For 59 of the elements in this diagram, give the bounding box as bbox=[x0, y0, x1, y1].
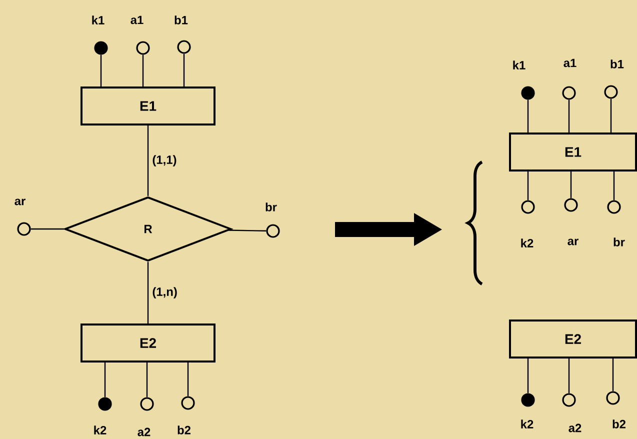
attribute-circle bbox=[181, 396, 195, 410]
attribute-circle bbox=[136, 41, 150, 55]
attribute-name: k2 bbox=[521, 238, 534, 248]
attribute-name: k1 bbox=[92, 16, 104, 24]
attribute-circle bbox=[266, 224, 280, 238]
connector-line bbox=[187, 362, 189, 396]
connector-line bbox=[104, 362, 106, 398]
connector-line bbox=[527, 358, 529, 394]
attribute-circle bbox=[562, 393, 576, 407]
attribute-circle bbox=[564, 198, 578, 212]
attribute-name: k2 bbox=[94, 426, 106, 434]
connector-line bbox=[527, 100, 529, 132]
connector-line bbox=[568, 100, 570, 132]
attribute-name: a2 bbox=[568, 424, 582, 432]
attribute-name: a2 bbox=[138, 428, 150, 436]
connector-line bbox=[610, 98, 612, 132]
entity-box: E2 bbox=[509, 320, 637, 358]
connector-line bbox=[142, 54, 144, 86]
connector-line bbox=[146, 362, 148, 398]
connector-line bbox=[613, 172, 615, 200]
attribute-circle bbox=[177, 40, 191, 54]
key-attribute-dot bbox=[521, 393, 535, 407]
attribute-name: a1 bbox=[130, 16, 144, 24]
connector-line bbox=[30, 228, 64, 230]
connector-line bbox=[527, 172, 529, 200]
attribute-circle bbox=[17, 222, 31, 236]
connector-line bbox=[612, 358, 614, 392]
connector-line bbox=[147, 126, 149, 196]
connector-line bbox=[183, 54, 185, 86]
connector-line bbox=[228, 230, 266, 232]
attribute-name: br bbox=[266, 202, 277, 212]
attribute-name: b2 bbox=[612, 420, 626, 428]
attribute-name: b2 bbox=[178, 426, 190, 434]
attribute-name: ar bbox=[568, 238, 578, 246]
key-attribute-dot bbox=[98, 397, 112, 411]
entity-box: E1 bbox=[509, 132, 637, 172]
attribute-name: ar bbox=[14, 198, 26, 206]
attribute-circle bbox=[562, 86, 576, 100]
cardinality-label: (1,n) bbox=[152, 287, 177, 298]
attribute-circle bbox=[606, 391, 620, 405]
attribute-circle bbox=[521, 200, 535, 214]
attribute-circle bbox=[604, 85, 618, 99]
attribute-name: b1 bbox=[174, 16, 188, 24]
attribute-name: b1 bbox=[610, 60, 624, 68]
attribute-name: br bbox=[614, 238, 625, 246]
attribute-name: a1 bbox=[564, 58, 576, 68]
attribute-circle bbox=[607, 200, 621, 214]
connector-line bbox=[100, 54, 102, 86]
connector-line bbox=[570, 172, 572, 198]
attribute-name: k1 bbox=[513, 60, 526, 70]
attribute-circle bbox=[140, 397, 154, 411]
cardinality-label: (1,1) bbox=[152, 155, 176, 166]
key-attribute-dot bbox=[94, 41, 108, 55]
key-attribute-dot bbox=[521, 86, 535, 100]
entity-box: E2 bbox=[80, 324, 216, 362]
attribute-name: k2 bbox=[521, 420, 534, 428]
entity-box: E1 bbox=[80, 86, 216, 126]
connector-line bbox=[147, 262, 149, 324]
connector-line bbox=[568, 358, 570, 394]
